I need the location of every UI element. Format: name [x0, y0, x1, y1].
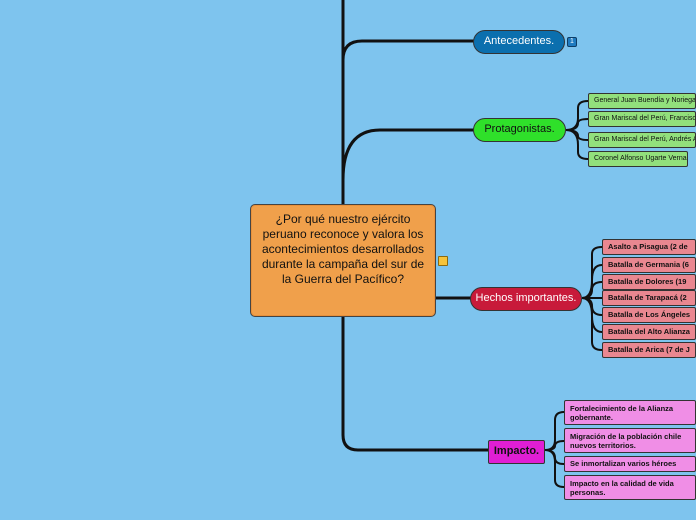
leaf-protagonista[interactable]: Coronel Alfonso Ugarte Vernal.: [588, 151, 688, 167]
branch-hechos-importantes[interactable]: Hechos importantes.: [470, 287, 582, 311]
leaf-impacto[interactable]: Impacto en la calidad de vida personas.: [564, 475, 696, 500]
leaf-hecho[interactable]: Batalla de Germania (6: [602, 257, 696, 273]
collapsed-count-badge[interactable]: 1: [567, 37, 577, 47]
branch-impacto[interactable]: Impacto.: [488, 440, 545, 464]
leaf-impacto[interactable]: Se inmortalizan varios héroes: [564, 456, 696, 472]
branch-protagonistas[interactable]: Protagonistas.: [473, 118, 566, 142]
leaf-hecho[interactable]: Batalla de Tarapacá (2: [602, 290, 696, 306]
leaf-hecho[interactable]: Batalla de Dolores (19: [602, 274, 696, 290]
leaf-hecho[interactable]: Batalla de Los Ángeles: [602, 307, 696, 323]
note-icon[interactable]: [438, 256, 448, 266]
leaf-protagonista[interactable]: General Juan Buendía y Noriega.: [588, 93, 696, 109]
leaf-protagonista[interactable]: Gran Mariscal del Perú, Andrés Ave: [588, 132, 696, 148]
leaf-hecho[interactable]: Asalto a Pisagua (2 de: [602, 239, 696, 255]
central-topic[interactable]: ¿Por qué nuestro ejército peruano recono…: [250, 204, 436, 317]
leaf-impacto[interactable]: Fortalecimiento de la Alianza gobernante…: [564, 400, 696, 425]
branch-antecedentes[interactable]: Antecedentes.: [473, 30, 565, 54]
leaf-impacto[interactable]: Migración de la población chile nuevos t…: [564, 428, 696, 453]
leaf-protagonista[interactable]: Gran Mariscal del Perú, Francisco B: [588, 111, 696, 127]
leaf-hecho[interactable]: Batalla de Arica (7 de J: [602, 342, 696, 358]
leaf-hecho[interactable]: Batalla del Alto Alianza: [602, 324, 696, 340]
